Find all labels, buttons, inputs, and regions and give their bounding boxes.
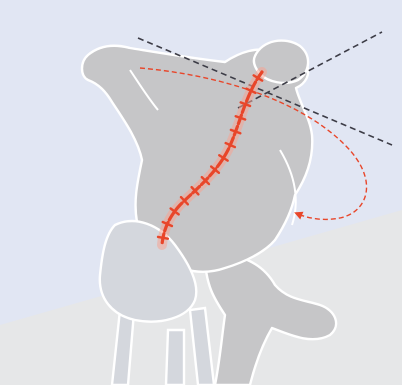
chair-leg-center <box>166 330 184 385</box>
